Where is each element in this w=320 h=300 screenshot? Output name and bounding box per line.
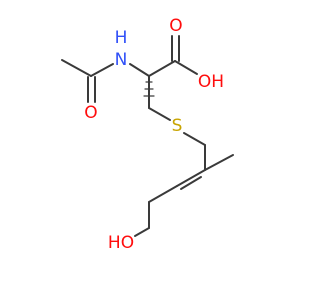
- bond-alkene-double-a: [176, 169, 206, 187]
- atom-label-oxygen-acetyl: O: [84, 103, 97, 123]
- atom-label-hydroxyl-terminal: HO: [108, 233, 134, 253]
- atom-label-oxygen-carbonyl: O: [169, 16, 182, 36]
- atom-label-hydroxyl-acid: OH: [198, 72, 224, 92]
- atom-label-nitrogen-amide: N: [115, 50, 128, 70]
- bond-alkene-double-b: [180, 176, 202, 190]
- bond-hydroxyl-link: [134, 227, 150, 237]
- bond-nitrogen-alpha-carbon: [129, 63, 150, 77]
- bond-carboxyl-hydroxyl: [174, 60, 198, 75]
- bond-sulfur-methylene: [183, 132, 206, 146]
- bond-alkene-methylene: [148, 185, 178, 203]
- bonds: [61, 35, 234, 237]
- bond-alkene-methyl: [204, 154, 234, 171]
- atom-labels: O N H O OH S HO: [84, 16, 224, 253]
- bond-alpha-carboxyl: [148, 60, 176, 77]
- atom-label-hydrogen-amide: H: [115, 28, 128, 48]
- bond-methyl-carbonyl: [61, 59, 92, 77]
- bond-carbonyl-nitrogen: [90, 63, 114, 77]
- atom-label-sulfur: S: [172, 116, 183, 136]
- bond-methylene-sulfur: [148, 107, 171, 121]
- chemical-structure-diagram: O N H O OH S HO: [61, 16, 234, 253]
